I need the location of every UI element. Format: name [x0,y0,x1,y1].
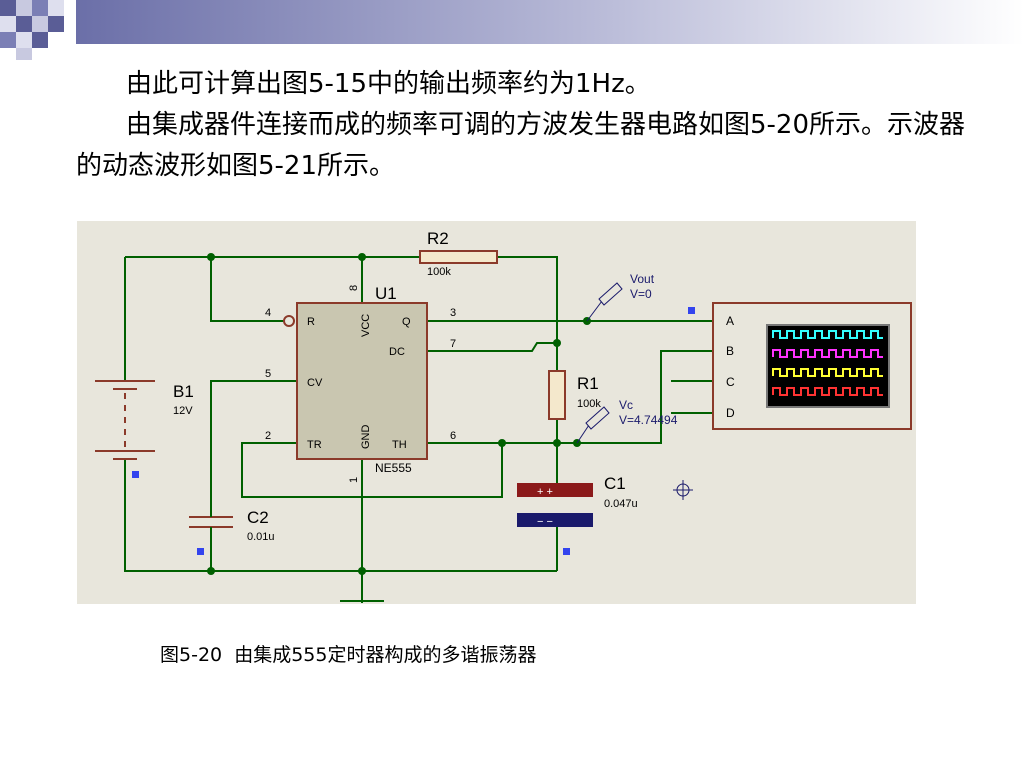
marker [197,548,204,555]
pin-8-number: 8 [348,285,360,291]
schematic-svg: R2 100k U1 NE555 R CV TR Q DC TH VCC GND… [77,221,916,604]
pin-3-number: 3 [450,307,456,319]
c1-label: C1 [604,474,626,493]
scope-channel-c: C [726,375,735,389]
marker [132,471,139,478]
pin-cv-label: CV [307,377,323,389]
figure-number: 图5-20 [160,644,223,666]
capacitor-c1-positive-plate [517,483,593,497]
pin-4-number: 4 [265,307,271,319]
pin-th-label: TH [392,439,407,451]
junctions [207,253,591,575]
scope-channel-a: A [726,314,734,328]
pin-q-label: Q [402,316,411,328]
vout-probe-reading: V=0 [630,287,652,301]
capacitor-c2 [189,489,233,533]
r2-resistor [419,250,498,264]
scope-channel-d: D [726,406,735,420]
figure-caption: 图5-20 由集成555定时器构成的多谐振荡器 [160,640,537,667]
c1-minus-marks: − − [537,516,553,528]
b1-label: B1 [173,382,194,401]
vout-probe-icon [586,282,623,322]
pin-dc-label: DC [389,346,405,358]
scope-trace [772,330,883,339]
vc-probe-reading: V=4.74494 [619,413,678,427]
b1-value: 12V [173,405,193,417]
vout-probe-name: Vout [630,272,655,286]
vc-probe-icon [576,406,610,444]
marker [563,548,570,555]
corner-decoration [0,0,1024,64]
circuit-diagram: R2 100k U1 NE555 R CV TR Q DC TH VCC GND… [77,221,916,604]
pin-2-number: 2 [265,430,271,442]
c1-plus-marks: + + [537,486,553,498]
c2-value: 0.01u [247,531,275,543]
pin-r-label: R [307,316,315,328]
r1-resistor [548,370,566,420]
r2-label: R2 [427,229,449,248]
scope-channel-b: B [726,344,734,358]
scope-trace [772,387,883,396]
scope-trace [772,349,883,358]
u1-label: U1 [375,284,397,303]
scope-trace [772,368,883,377]
pin-7-number: 7 [450,338,456,350]
scope-traces [772,330,883,396]
r1-label: R1 [577,374,599,393]
c2-label: C2 [247,508,269,527]
crosshair-icon [673,480,693,500]
pin-vcc-label: VCC [360,314,372,337]
vc-probe-name: Vc [619,398,633,412]
pin-gnd-label: GND [360,425,372,450]
pin-1-number: 1 [348,477,360,483]
ne555-chip [296,302,428,460]
marker [688,307,695,314]
r2-value: 100k [427,266,451,278]
r1-value: 100k [577,398,601,410]
pin-6-number: 6 [450,430,456,442]
figure-title: 由集成555定时器构成的多谐振荡器 [234,644,537,666]
paragraph-circuit-description: 由集成器件连接而成的频率可调的方波发生器电路如图5-20所示。示波器的动态波形如… [76,110,966,181]
capacitor-c1-negative-plate [517,513,593,527]
reset-inverter-bubble [283,315,295,327]
u1-part: NE555 [375,461,412,475]
pin-5-number: 5 [265,368,271,380]
battery-b1 [95,380,155,460]
c1-value: 0.047u [604,498,638,510]
paragraph-frequency: 由此可计算出图5-15中的输出频率约为1Hz。 [126,69,651,99]
pin-tr-label: TR [307,439,322,451]
